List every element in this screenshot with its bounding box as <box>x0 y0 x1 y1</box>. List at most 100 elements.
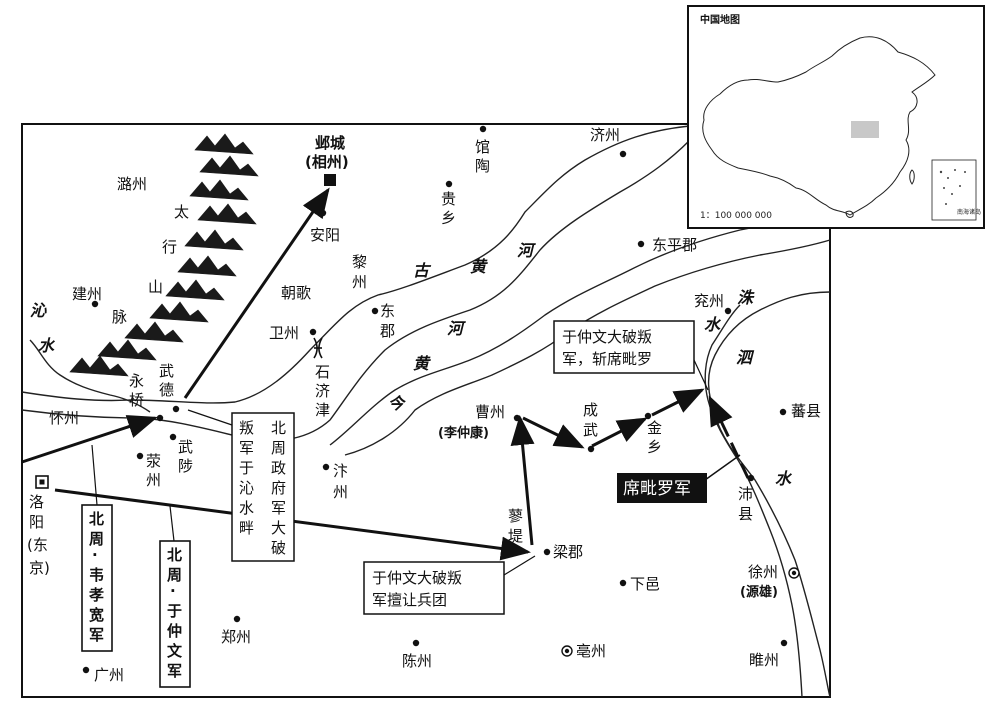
city-yanzhou: 兖州 <box>694 292 724 310</box>
city-jinxiang-1: 金 <box>647 419 662 437</box>
army-label-yu-zhongwen-box <box>159 540 191 688</box>
inset-highlight-area <box>851 121 879 138</box>
inset-scale: 1：100 000 000 <box>700 211 772 221</box>
city-bianzhou-1: 汴 <box>333 462 348 480</box>
svg-text:破: 破 <box>271 539 286 557</box>
river-label-huang-1: 黄 <box>470 257 488 276</box>
xi-pi-luo-army-label-bg <box>617 473 707 503</box>
city-jun: 郡 <box>380 322 395 340</box>
route-xi-pi-luo-army <box>708 395 750 479</box>
svg-text:叛: 叛 <box>239 419 254 437</box>
svg-text:北: 北 <box>89 510 104 528</box>
svg-text:于: 于 <box>167 602 182 620</box>
river-label-jin: 今 <box>388 394 406 413</box>
yecheng-marker <box>324 174 336 186</box>
city-xuzhou: 徐州 <box>748 563 778 581</box>
city-xiang: 乡 <box>441 209 456 227</box>
city-mengdi-2: 堤 <box>508 527 523 545</box>
city-luoyang-2: 阳 <box>29 513 44 531</box>
city-xuzhou-alt: (源雄) <box>740 584 778 600</box>
svg-text:军: 军 <box>271 499 286 517</box>
city-fanxian: 蕃县 <box>791 402 821 420</box>
xi-pi-luo-army-label: 席毗罗军 <box>623 479 691 499</box>
city-luoyang-alt-1: (东 <box>27 536 48 554</box>
annotation-box-xipiluo-line1: 于仲文大破叛 <box>562 328 652 346</box>
svg-text:军: 军 <box>167 662 182 680</box>
city-mengdi-1: 蓼 <box>508 507 523 525</box>
army-label-wei-xiaokuan: 北 周 · 韦 孝 宽 军 <box>88 510 104 644</box>
mountain-label-2: 行 <box>162 238 177 256</box>
city-bozhou: 亳州 <box>576 642 606 660</box>
city-wude-2: 德 <box>159 381 174 399</box>
svg-text:周: 周 <box>271 439 286 457</box>
city-zhengzhou: 郑州 <box>221 628 251 646</box>
city-shijijin-2: 济 <box>315 382 330 400</box>
luoyang-marker <box>35 475 49 489</box>
city-tao: 陶 <box>475 157 490 175</box>
river-label-gu: 古 <box>413 261 432 280</box>
svg-text:军: 军 <box>89 626 104 644</box>
inset-china-outline <box>702 36 936 216</box>
city-dongpingjun: 东平郡 <box>652 236 697 254</box>
city-xingzhou-1: 荥 <box>146 452 161 470</box>
city-bianzhou-2: 州 <box>333 483 348 501</box>
annotation-box-xipiluo-line2: 军，斩席毗罗 <box>562 350 652 368</box>
route-chengwu-jinxiang <box>591 417 648 448</box>
city-guan: 馆 <box>475 138 490 156</box>
city-yecheng: 邺城 <box>315 134 345 152</box>
present-yellow-river-north-bank <box>329 211 831 446</box>
pointer-qinshui <box>187 409 233 426</box>
city-wude-1: 武 <box>159 362 174 380</box>
pointer-liangjun <box>503 555 536 576</box>
qin-river <box>29 339 151 413</box>
river-label-si: 泗 <box>736 348 755 367</box>
river-label-qin-shui: 水 <box>38 336 56 355</box>
route-wei-xiaokuan <box>21 415 158 464</box>
inset-title: 中国地图 <box>700 13 740 26</box>
svg-text:孝: 孝 <box>88 586 104 604</box>
si-river <box>704 304 803 698</box>
city-xiayi: 下邑 <box>630 575 660 593</box>
annotation-box-liangjun-line2: 军擅让兵团 <box>372 591 447 609</box>
river-label-qin: 沁 <box>30 301 47 320</box>
city-anyang: 安阳 <box>310 226 340 244</box>
river-label-zhu-shui: 水 <box>704 315 722 334</box>
city-chengwu-2: 武 <box>583 421 598 439</box>
route-caozhou-chengwu <box>522 416 585 449</box>
inset-south-sea-label: 南海诸岛 <box>957 208 981 216</box>
svg-text:韦: 韦 <box>89 566 104 584</box>
svg-text:周: 周 <box>167 566 182 584</box>
svg-text:军: 军 <box>239 439 254 457</box>
city-dots <box>82 125 788 674</box>
city-yongqiao-1: 永 <box>129 372 144 390</box>
army-label-yu-zhongwen: 北 周 · 于 仲 文 军 <box>167 546 183 680</box>
svg-text:于: 于 <box>239 459 254 477</box>
svg-text:·: · <box>92 546 98 564</box>
svg-text:水: 水 <box>239 499 254 517</box>
city-gui: 贵 <box>441 190 456 208</box>
mountain-label-3: 山 <box>148 278 163 296</box>
old-yellow-river-south-bank <box>21 139 691 442</box>
city-li-zhou: 州 <box>352 273 367 291</box>
city-jizhou-1: 济州 <box>590 126 620 144</box>
svg-text:畔: 畔 <box>239 519 254 537</box>
city-jianzhou: 建州 <box>72 285 102 303</box>
river-label-he-1: 河 <box>517 241 536 260</box>
city-jinxiang-2: 乡 <box>647 438 662 456</box>
svg-text:北: 北 <box>167 546 182 564</box>
city-peixian-2: 县 <box>738 505 753 523</box>
ford-symbol <box>313 337 323 359</box>
svg-text:·: · <box>170 582 176 600</box>
svg-text:周: 周 <box>89 530 104 548</box>
river-label-si-shui: 水 <box>775 469 793 488</box>
inset-taiwan <box>909 169 915 185</box>
city-yongqiao-2: 桥 <box>129 391 144 409</box>
city-wuzhi-1: 武 <box>178 438 193 456</box>
city-liangjun: 梁郡 <box>553 543 583 561</box>
bozhou-marker <box>561 645 573 657</box>
annotation-box-liangjun <box>363 561 505 615</box>
mountain-label-4: 脉 <box>112 308 127 326</box>
svg-text:文: 文 <box>167 642 183 660</box>
route-wude-to-yecheng <box>183 187 330 399</box>
svg-text:沁: 沁 <box>239 479 254 497</box>
